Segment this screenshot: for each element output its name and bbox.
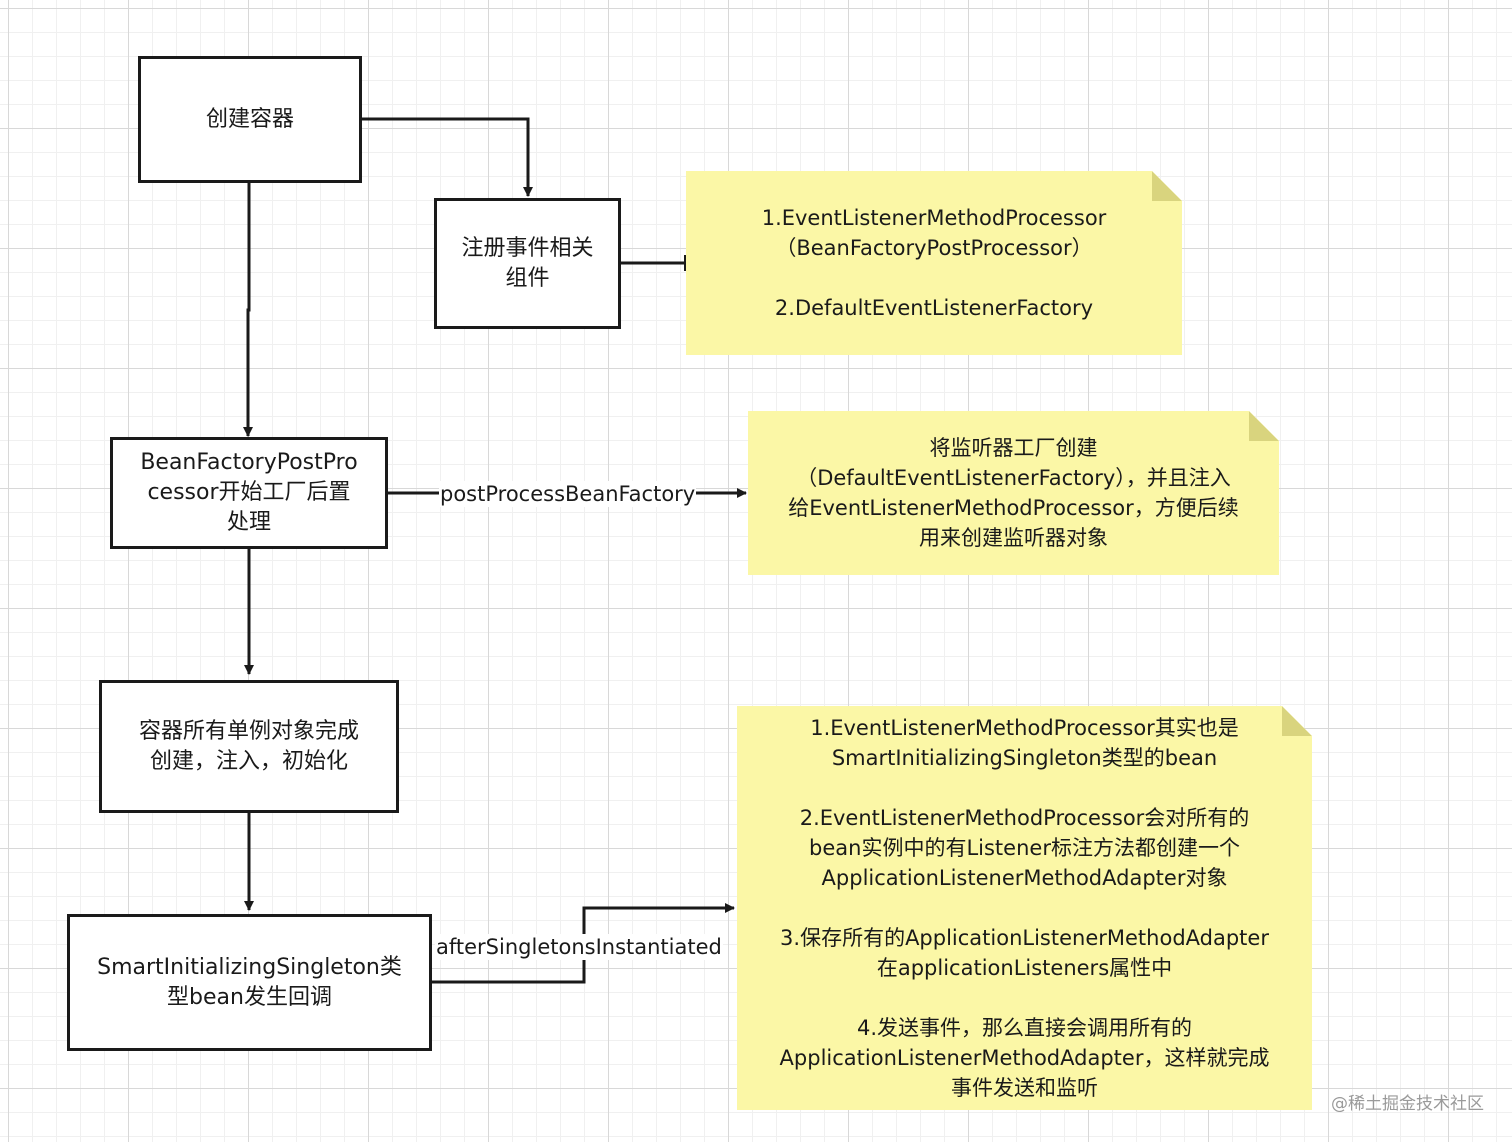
note-method-processor-text: 1.EventListenerMethodProcessor其实也是 Smart…	[779, 716, 1270, 1100]
singletons-complete-node[interactable]: 容器所有单例对象完成 创建，注入，初始化	[99, 680, 399, 813]
edge-create-to-register	[360, 117, 533, 197]
bfpp-processing-node[interactable]: BeanFactoryPostPro cessor开始工厂后置 处理	[110, 437, 388, 549]
register-components-label: 注册事件相关 组件	[461, 235, 594, 291]
smart-singleton-callback-node[interactable]: SmartInitializingSingleton类 型bean发生回调	[67, 914, 432, 1051]
singletons-complete-label: 容器所有单例对象完成 创建，注入，初始化	[138, 718, 359, 774]
note-registered-components[interactable]: 1.EventListenerMethodProcessor （BeanFact…	[686, 171, 1182, 355]
note-method-processor[interactable]: 1.EventListenerMethodProcessor其实也是 Smart…	[737, 706, 1312, 1110]
note-fold-corner	[1249, 411, 1279, 441]
edge-label-after-singletons: afterSingletonsInstantiated	[435, 934, 723, 960]
create-container-node[interactable]: 创建容器	[138, 56, 362, 183]
edge-create-to-bfpp	[243, 181, 253, 437]
register-components-node[interactable]: 注册事件相关 组件	[434, 198, 621, 329]
note-listener-factory-text: 将监听器工厂创建 （DefaultEventListenerFactory），并…	[788, 436, 1239, 550]
bfpp-processing-label: BeanFactoryPostPro cessor开始工厂后置 处理	[140, 450, 358, 535]
note-fold-corner	[1152, 171, 1182, 201]
create-container-label: 创建容器	[205, 106, 294, 132]
note-registered-components-text: 1.EventListenerMethodProcessor （BeanFact…	[761, 206, 1107, 320]
edge-label-post-process: postProcessBeanFactory	[439, 481, 697, 507]
smart-singleton-callback-label: SmartInitializingSingleton类 型bean发生回调	[97, 954, 402, 1010]
watermark: @稀土掘金技术社区	[1331, 1094, 1484, 1114]
note-listener-factory[interactable]: 将监听器工厂创建 （DefaultEventListenerFactory），并…	[748, 411, 1279, 575]
note-fold-corner	[1282, 706, 1312, 736]
